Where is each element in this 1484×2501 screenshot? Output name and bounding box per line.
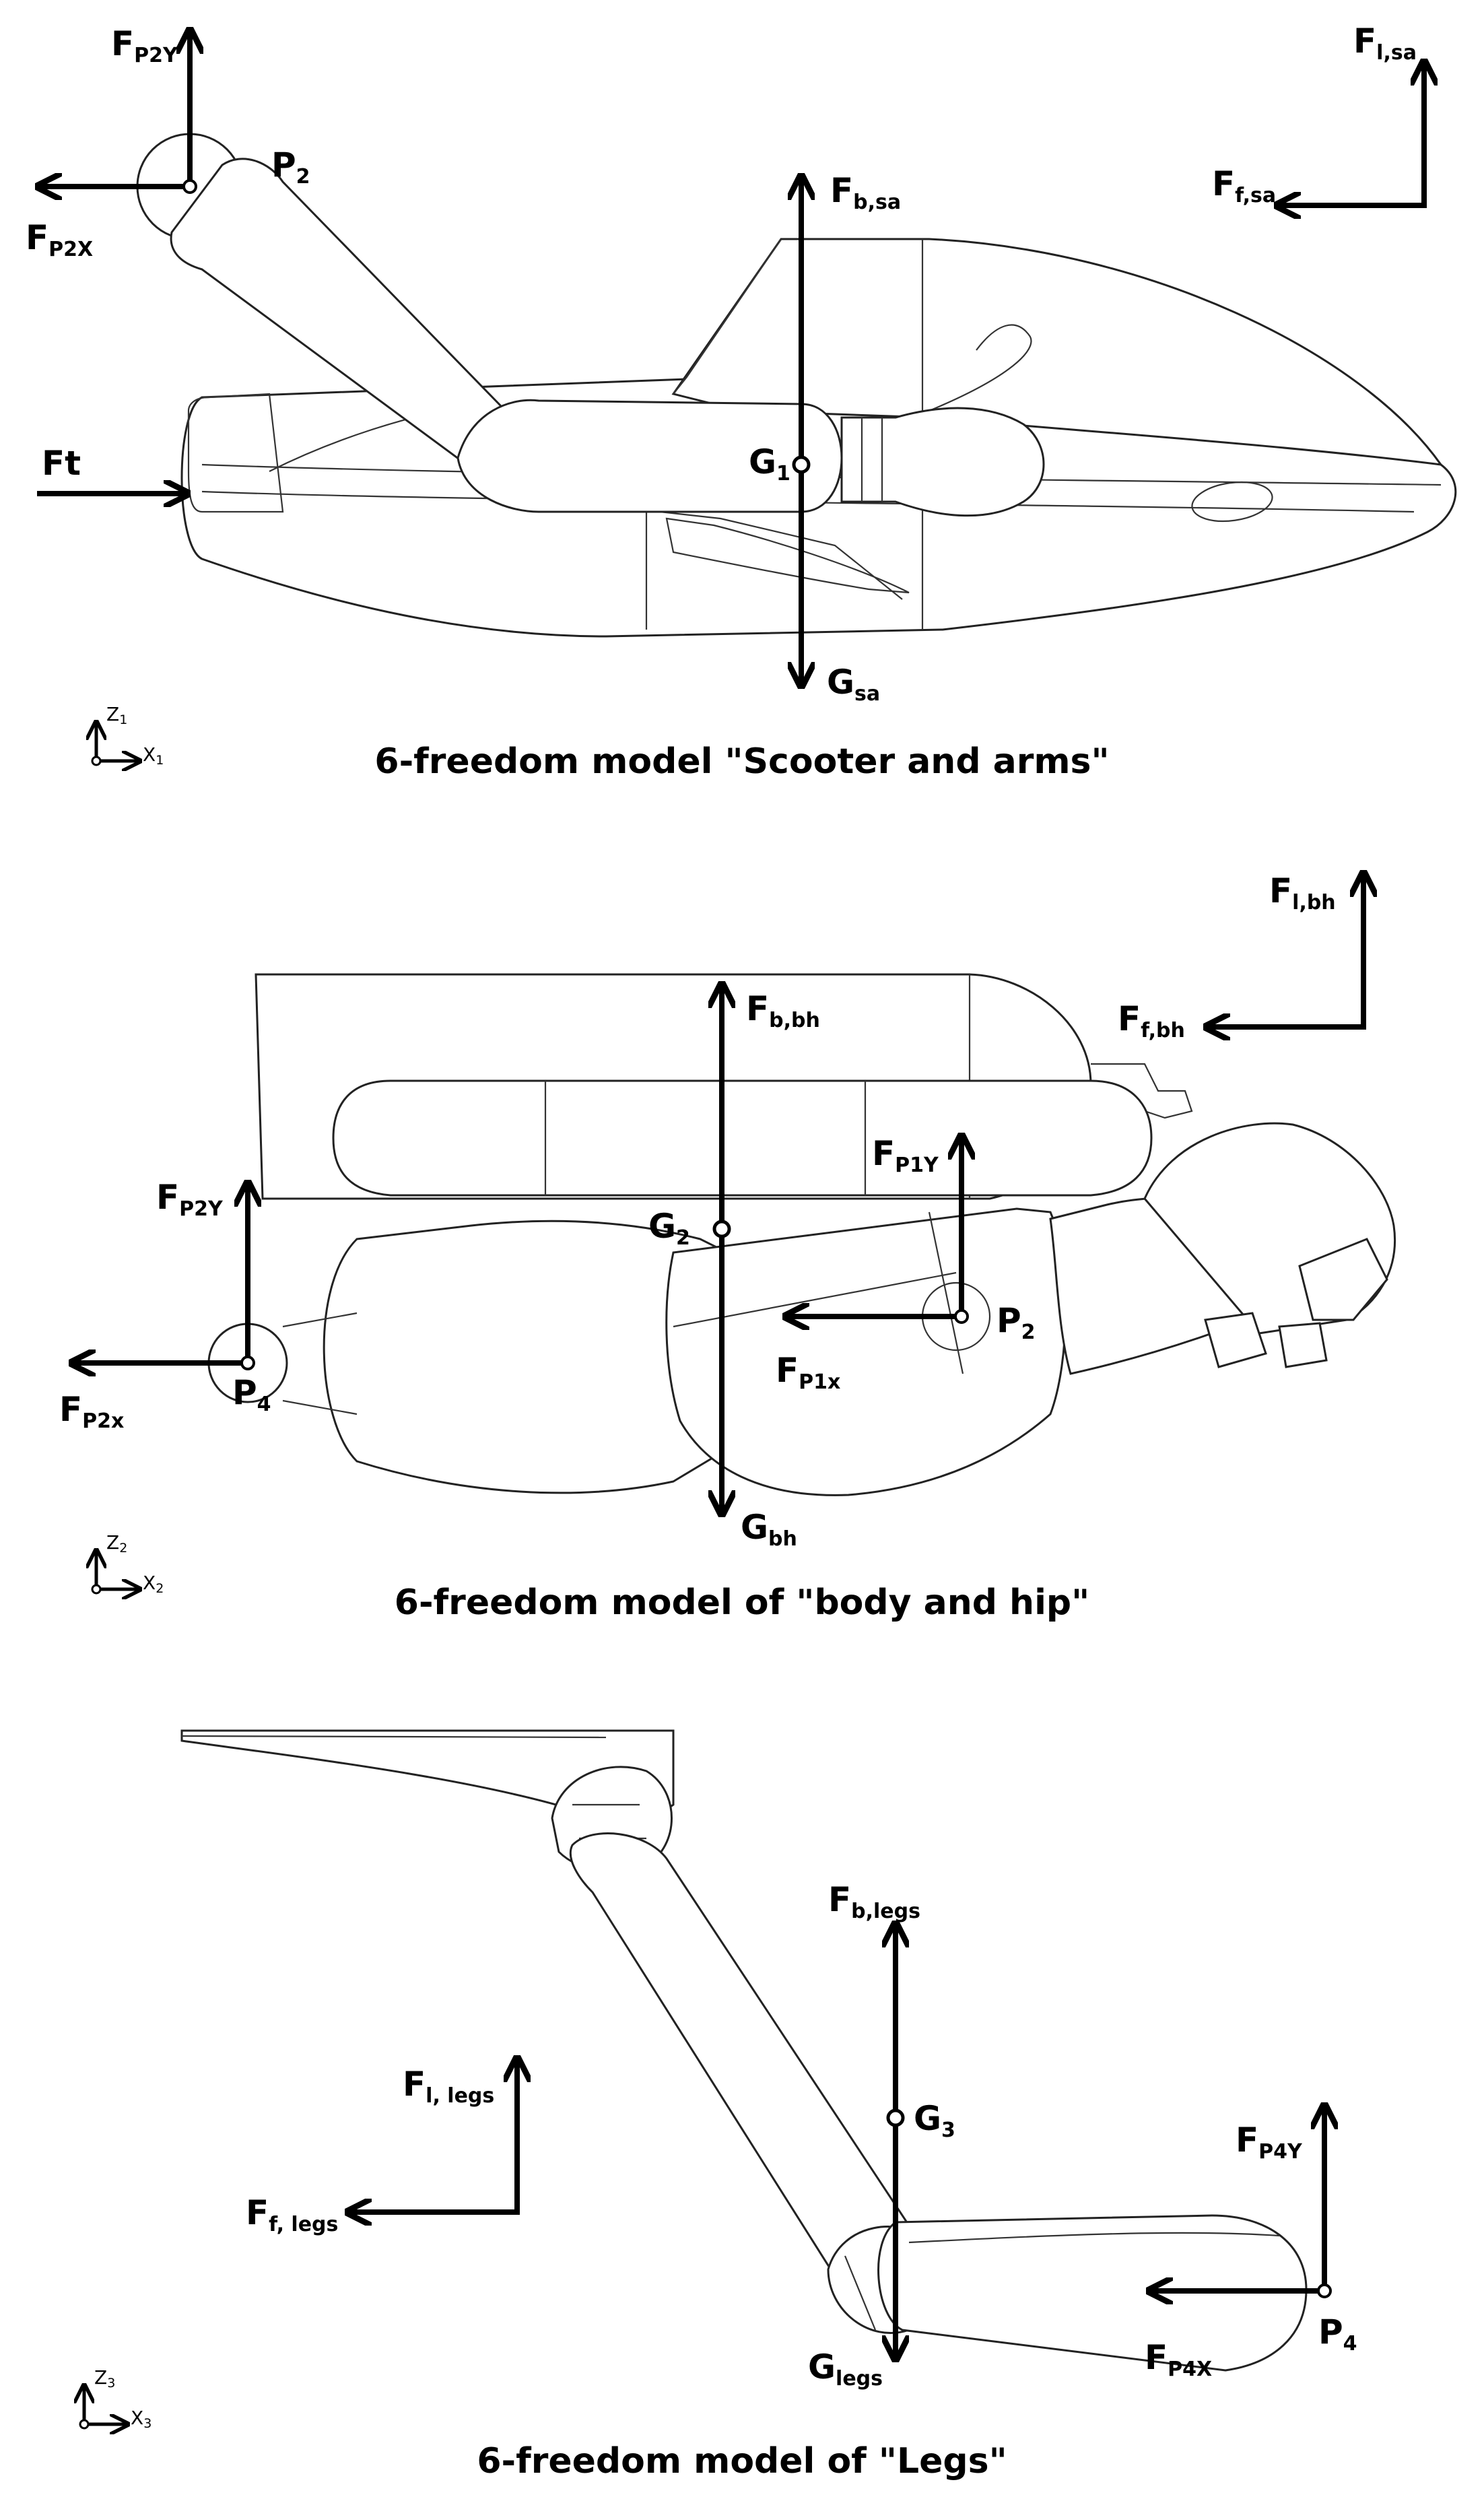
label-fllegs: Fl, legs (403, 2065, 494, 2108)
label-p4: P4 (1318, 2312, 1357, 2356)
body-drawing (207, 1079, 1396, 1496)
label-fblegs: Fb,legs (828, 1880, 920, 1923)
point-g1 (792, 455, 811, 474)
axis-z-label: Z2 (106, 1531, 127, 1556)
hip (665, 1207, 1067, 1496)
lower-leg-segment (877, 2214, 1308, 2372)
label-p2: P2 (271, 145, 310, 189)
label-ffbh: Ff,bh (1118, 999, 1185, 1042)
label-fp2y: FP2Y (111, 24, 178, 67)
axis-x-label: X1 (143, 743, 164, 768)
label-fp2x-body: FP2x (59, 1390, 124, 1433)
label-fp2y-body: FP2Y (156, 1178, 224, 1221)
point-g3 (886, 2108, 905, 2127)
panel-title-scooter: 6-freedom model "Scooter and arms" (374, 741, 1109, 782)
label-p2-body: P2 (997, 1301, 1036, 1344)
axis-indicator-1: Z1 X1 (92, 703, 164, 768)
label-g3: G3 (914, 2099, 955, 2142)
label-glegs: Glegs (808, 2347, 883, 2391)
panel-body-and-hip: Fl,bh Ff,bh Fb,bh FP1Y FP2Y G2 P2 FP2x P… (59, 871, 1396, 1623)
label-fp4x: FP4X (1145, 2338, 1212, 2381)
axis-z-label: Z3 (94, 2366, 115, 2391)
label-flbh: Fl,bh (1269, 871, 1336, 914)
label-g2: G2 (648, 1207, 690, 1250)
hand (840, 407, 1045, 517)
panel-title-legs: 6-freedom model of "Legs" (477, 2441, 1007, 2481)
point-p4 (1317, 2283, 1332, 2298)
label-p4-body: P4 (232, 1373, 271, 1416)
axis-indicator-3: Z3 X3 (80, 2366, 151, 2431)
label-fbbh: Fb,bh (746, 989, 820, 1032)
point-p4-body (240, 1356, 255, 1370)
axis-x-label: X2 (143, 1572, 164, 1596)
label-fp2x: FP2X (26, 218, 93, 261)
label-flsa: Fl,sa (1353, 22, 1417, 65)
panel-legs: Fb,legs Fl, legs G3 FP4Y Ff, legs P4 Gle… (80, 1729, 1357, 2481)
label-fflegs: Ff, legs (246, 2193, 338, 2236)
point-g2 (712, 1220, 731, 1238)
panel-scooter-and-arms: FP2Y FP2X P2 Fb,sa Fl,sa Ff,sa Ft G1 Gsa… (26, 22, 1457, 782)
label-fp1x: FP1x (776, 1351, 840, 1394)
point-p2 (182, 179, 197, 194)
scooter-cowl (671, 238, 1444, 466)
axis-z-label: Z1 (106, 703, 127, 727)
label-ffsa: Ff,sa (1212, 164, 1276, 207)
forearm (457, 399, 843, 513)
label-ft: Ft (42, 444, 81, 483)
torso (323, 1220, 742, 1494)
label-gbh: Gbh (741, 1508, 797, 1551)
panel-title-body-hip: 6-freedom model of "body and hip" (395, 1582, 1089, 1623)
label-fp1y: FP1Y (872, 1134, 939, 1177)
legs-drawing (180, 1729, 1308, 2372)
arm-loop (332, 1079, 1153, 1197)
point-p2-body (954, 1309, 969, 1324)
fin-parts (1298, 1238, 1388, 1321)
axis-x-label: X3 (131, 2407, 151, 2431)
label-fp4y: FP4Y (1236, 2121, 1303, 2164)
label-g1: G1 (749, 442, 790, 486)
label-fbsa: Fb,sa (830, 171, 901, 214)
label-gsa: Gsa (827, 663, 880, 706)
axis-indicator-2: Z2 X2 (92, 1531, 164, 1596)
